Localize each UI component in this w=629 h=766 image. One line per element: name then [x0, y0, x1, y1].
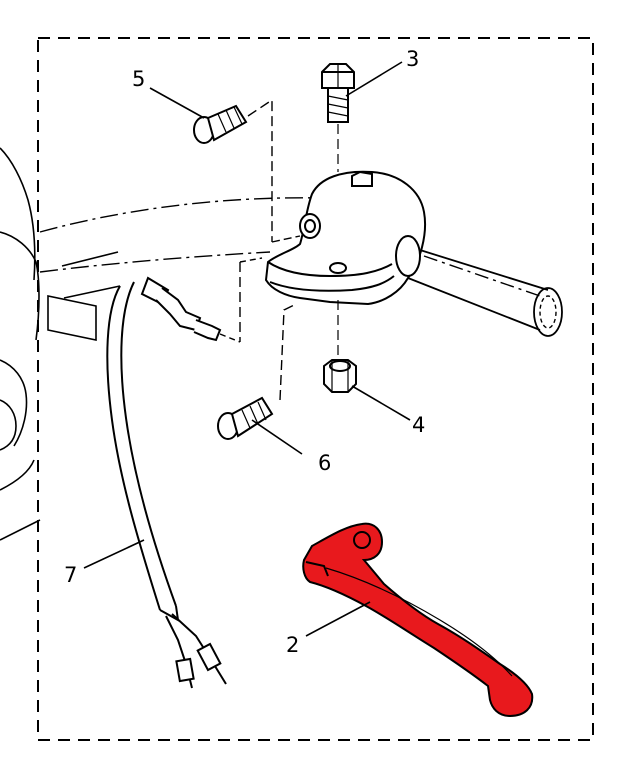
clutch-lever: [302, 522, 534, 718]
callout-label-5: 5: [132, 67, 145, 91]
leader-lines: [83, 61, 411, 637]
lever-holder: [264, 170, 426, 306]
dashed-frame: [37, 37, 594, 741]
callout-label-6: 6: [318, 451, 331, 475]
lock-nut: [323, 359, 357, 393]
adjuster-bolt-upper: [193, 98, 301, 243]
leader-line-2: [305, 601, 371, 637]
handlebar: [39, 197, 563, 337]
adjuster-bolt-lower: [217, 303, 297, 440]
switch-cable: [106, 257, 263, 689]
pivot-bolt: [321, 63, 355, 358]
callout-label-7: 7: [64, 563, 77, 587]
leader-line-3: [345, 61, 403, 97]
leader-line-5: [149, 87, 205, 119]
leader-line-6: [251, 419, 303, 455]
leader-line-4: [351, 385, 411, 421]
callout-label-2: 2: [286, 633, 299, 657]
callout-label-3: 3: [406, 47, 419, 71]
callout-label-4: 4: [412, 413, 425, 437]
background-bodywork: [0, 147, 121, 541]
leader-line-7: [83, 539, 145, 569]
